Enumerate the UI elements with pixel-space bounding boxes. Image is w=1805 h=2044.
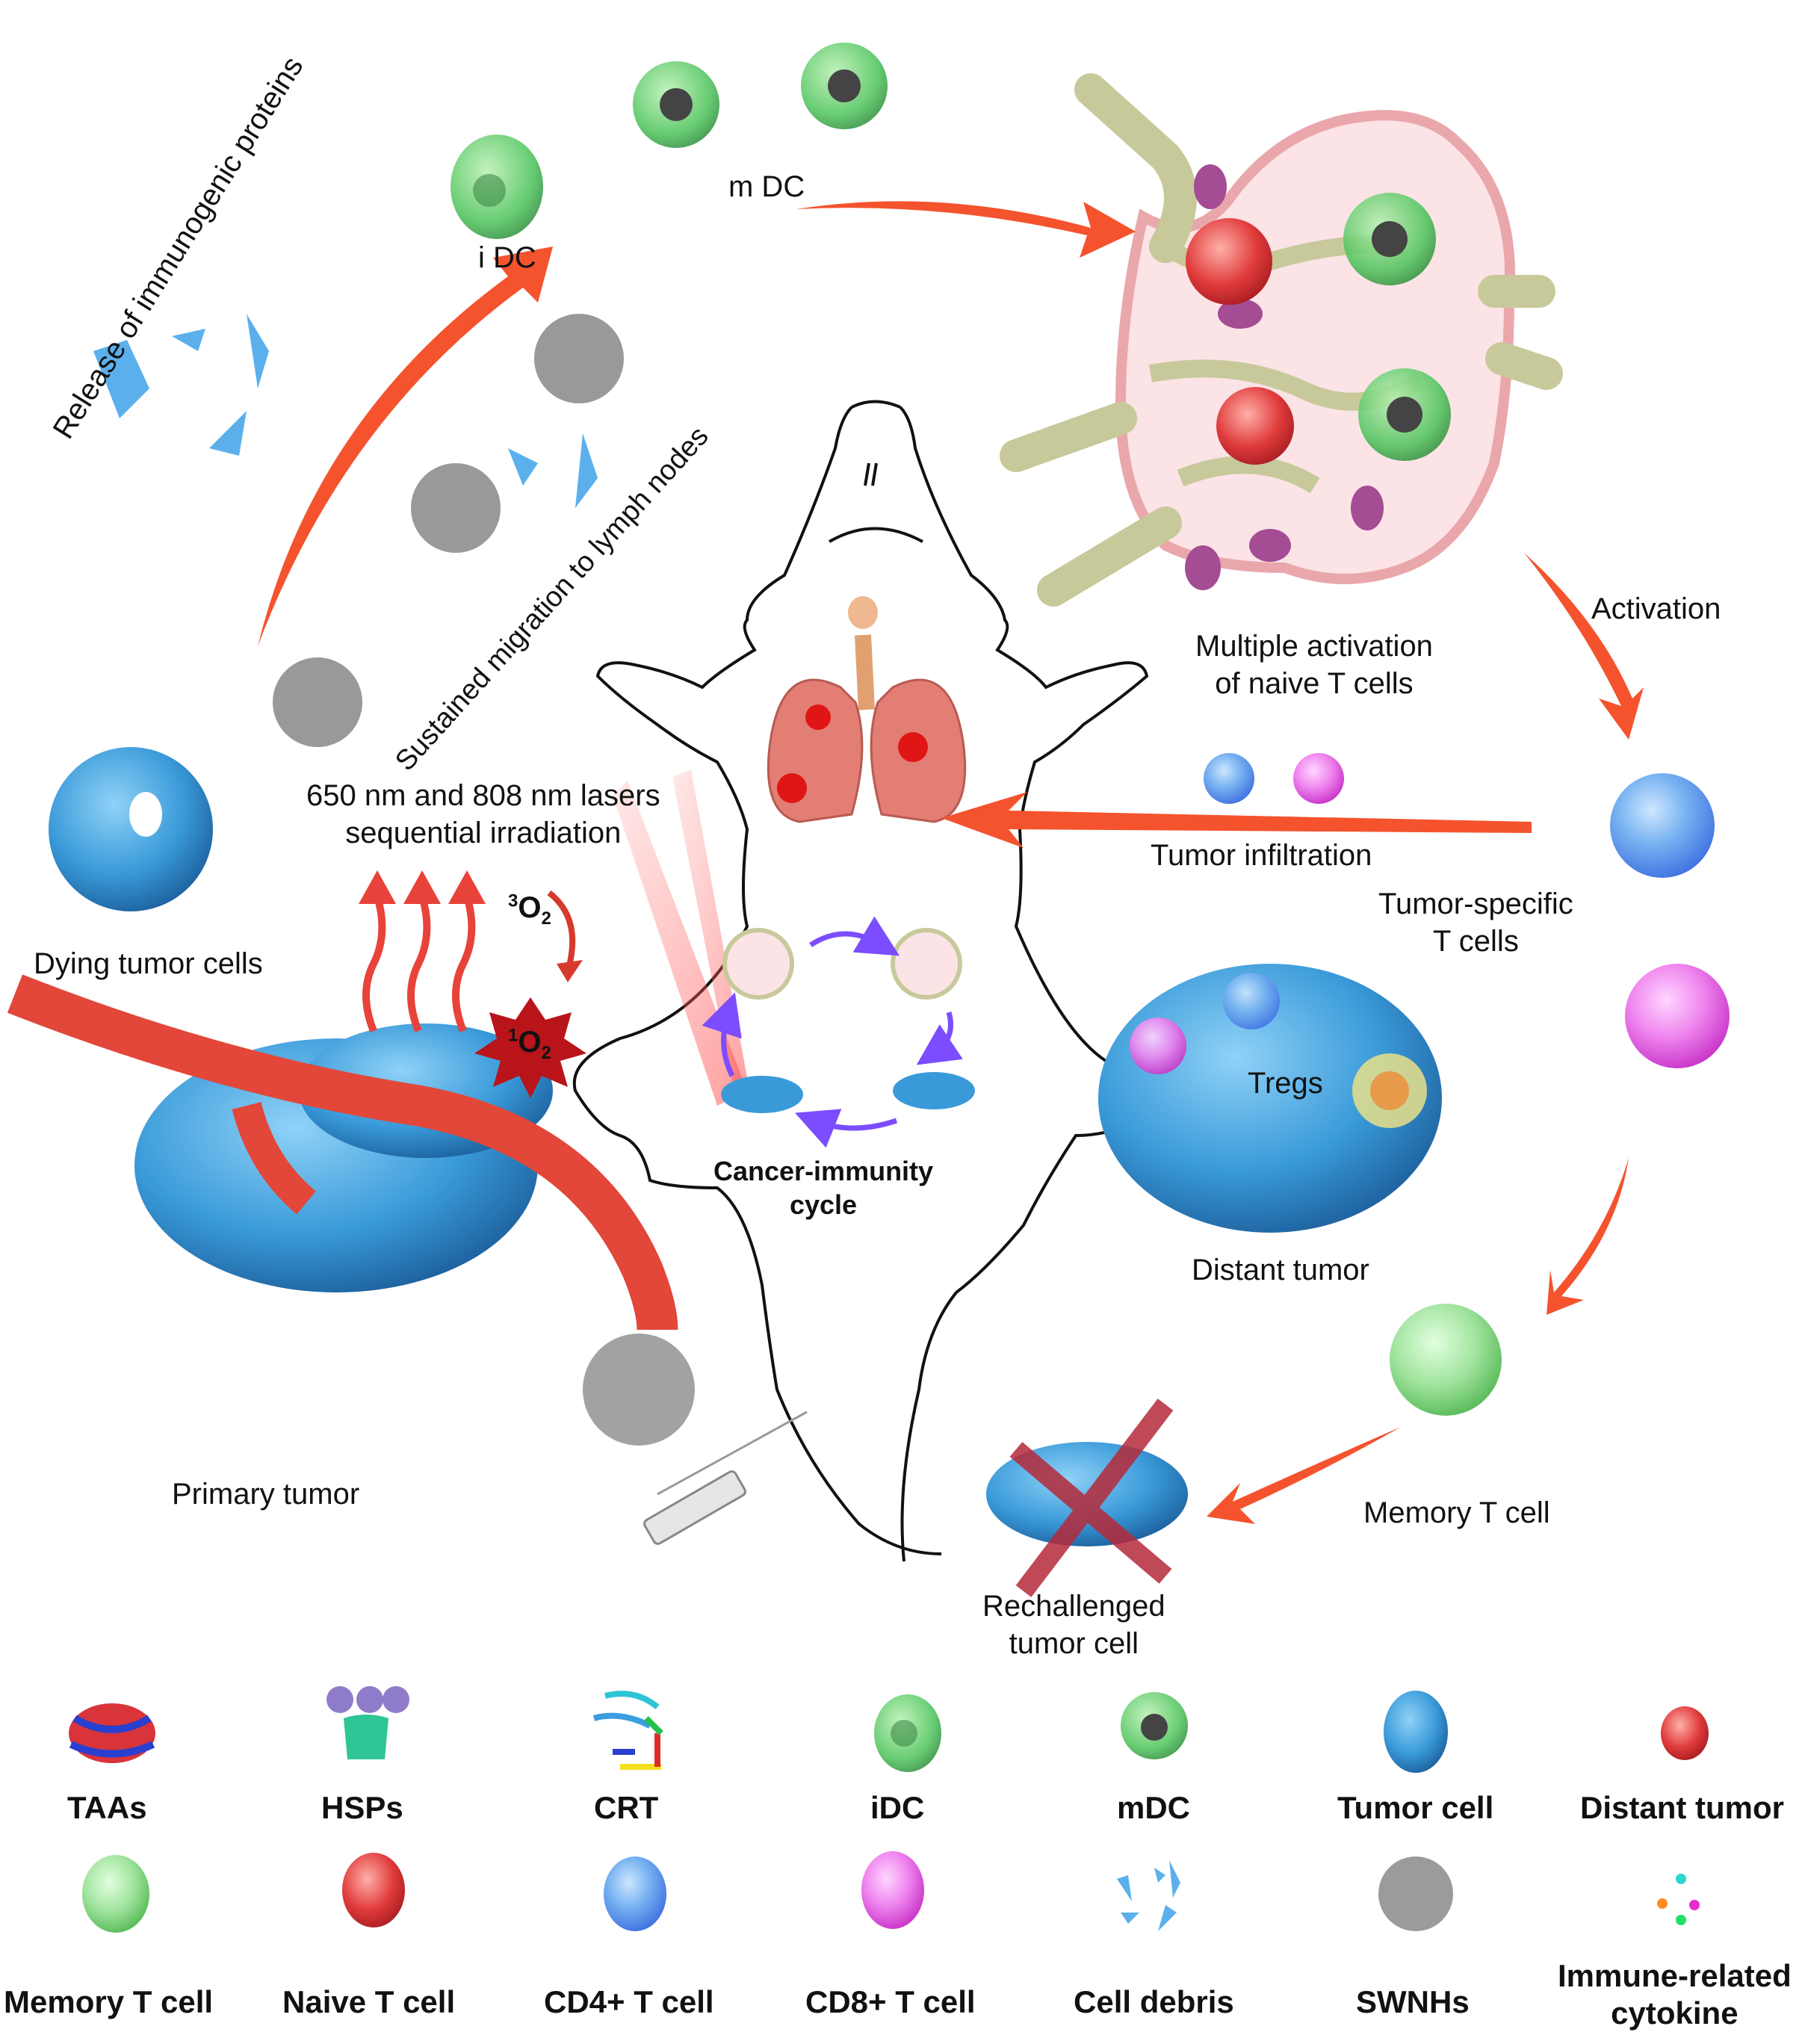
mdc-illustration — [633, 43, 888, 148]
legend-label-memory-t-cell: Memory T cell — [4, 1984, 214, 2019]
memory-arrow — [1547, 1158, 1629, 1315]
tumor-infiltration-arrow — [941, 792, 1532, 848]
legend-label-idc: iDC — [870, 1790, 925, 1825]
legend-label-hsps: HSPs — [321, 1790, 403, 1825]
mdc-to-lymph-arrow — [796, 201, 1136, 258]
dying-tumor-label: Dying tumor cells — [34, 947, 263, 980]
legend-label-swnhs: SWNHs — [1356, 1984, 1470, 2019]
release-arrow — [258, 247, 553, 646]
cycle-primary-tumor — [721, 1076, 803, 1113]
process-arrows — [258, 201, 1644, 1524]
legend-label-cytokine: Immune-related cytokine — [1558, 1958, 1792, 2031]
memory-t-cell-label: Memory T cell — [1363, 1496, 1550, 1529]
primary-tumor-label: Primary tumor — [172, 1478, 360, 1511]
dying-tumor-cell — [49, 747, 213, 911]
lung-tumor-nodule — [777, 773, 807, 803]
naive-t-cell — [1216, 387, 1294, 465]
legend-label-cd4-t-cell: CD4+ T cell — [544, 1984, 714, 2019]
cancer-immunity-cycle — [702, 916, 975, 1148]
cycle-distant-tumor — [893, 1072, 975, 1109]
swnh-injection-particle — [583, 1334, 695, 1446]
o2-arrowhead — [557, 960, 583, 982]
naive-t-cell — [1186, 218, 1272, 305]
triplet-oxygen-label: 3O2 — [508, 891, 551, 929]
legend-label-crt: CRT — [594, 1790, 659, 1825]
tregs-label: Tregs — [1248, 1067, 1323, 1100]
cd4-t-cell — [1610, 773, 1715, 878]
idc-label: i DC — [478, 241, 536, 274]
tumor-specific-t-cells — [1204, 753, 1730, 1416]
singlet-oxygen-label: 1O2 — [508, 1025, 551, 1063]
o2-conversion-arrow — [547, 890, 576, 973]
lung-tumor-nodule — [898, 732, 928, 762]
primary-tumor — [7, 974, 678, 1331]
cycle-lymph-node — [891, 928, 962, 1000]
legend-label-naive-t-cell: Naive T cell — [282, 1984, 456, 2019]
tumor-infiltration-label: Tumor infiltration — [1151, 839, 1372, 872]
syringe-icon — [643, 1410, 808, 1545]
activation-label: Activation — [1591, 592, 1721, 625]
heat-wave-arrows — [362, 895, 476, 1032]
rechallenged-label: Rechallenged tumor cell — [982, 1590, 1165, 1660]
cycle-label: Cancer-immunity cycle — [713, 1156, 934, 1220]
activation-arrow — [1524, 553, 1644, 740]
lymph-node-label: Multiple activation of naive T cells — [1195, 630, 1433, 700]
distant-tumor — [1098, 964, 1442, 1233]
lungs-illustration — [767, 596, 967, 823]
legend-label-taas: TAAs — [67, 1790, 147, 1825]
mdc-label: m DC — [728, 170, 805, 203]
memory-t-cell — [1390, 1304, 1502, 1416]
blood-vessel — [7, 974, 678, 1331]
rechallenge-arrow — [1207, 1427, 1401, 1524]
legend-label-tumor-cell: Tumor cell — [1337, 1790, 1494, 1825]
cell-debris-cluster — [93, 314, 598, 508]
lymph-node-illustration — [1000, 73, 1563, 607]
singlet-oxygen-burst — [474, 997, 586, 1098]
legend-label-mdc: mDC — [1117, 1790, 1191, 1825]
lung-tumor-nodule — [805, 704, 831, 730]
heat-arrowheads — [359, 870, 486, 904]
rechallenged-tumor — [986, 1399, 1188, 1597]
laser-label: 650 nm and 808 nm lasers sequential irra… — [306, 779, 660, 849]
distant-tumor-label: Distant tumor — [1192, 1254, 1369, 1286]
swnh-particles — [273, 314, 624, 747]
legend-label-cd8-t-cell: CD8+ T cell — [805, 1984, 976, 2019]
cycle-lymph-node — [722, 928, 794, 1000]
idc-illustration — [451, 134, 543, 239]
legend-label-distant-tumor: Distant tumor — [1580, 1790, 1784, 1825]
legend-label-cell-debris: Cell debris — [1074, 1984, 1234, 2019]
cd8-t-cell — [1625, 964, 1730, 1068]
tumor-specific-label: Tumor-specific T cells — [1378, 888, 1573, 958]
